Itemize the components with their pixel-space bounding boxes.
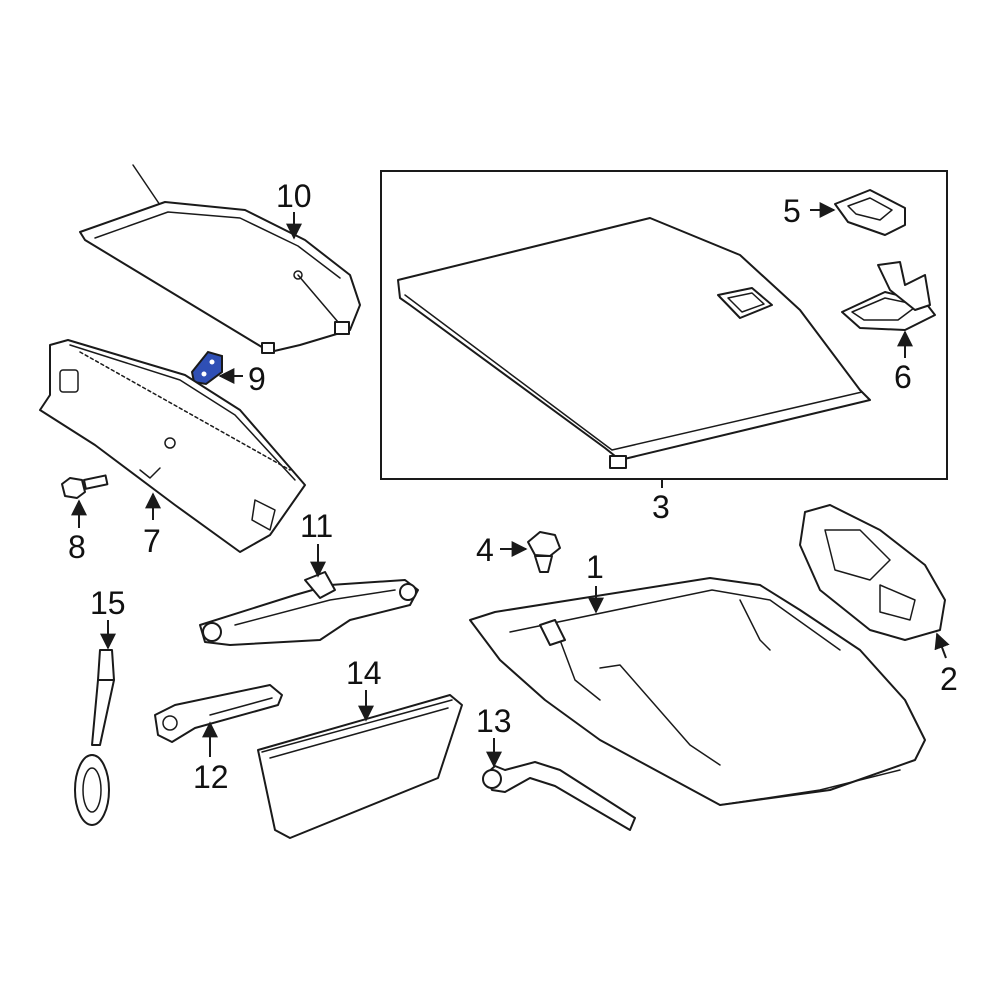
part-13-wheel-wrench[interactable] (482, 761, 636, 831)
part-10-package-tray[interactable] (79, 164, 361, 354)
part-3-floor-board[interactable] (397, 217, 871, 469)
callout-12[interactable]: 12 (193, 759, 229, 795)
part-9-clip[interactable] (190, 350, 223, 386)
callout-2[interactable]: 2 (940, 661, 958, 697)
part-11-jack[interactable] (199, 571, 419, 646)
part-6-holder[interactable] (841, 261, 936, 331)
part-14-tool-bag[interactable] (257, 694, 463, 839)
callout-6[interactable]: 6 (894, 359, 912, 395)
part-15-jack-handle[interactable] (74, 649, 115, 826)
callout-10[interactable]: 10 (276, 178, 312, 214)
callout-3[interactable]: 3 (652, 489, 670, 525)
callout-5[interactable]: 5 (783, 193, 801, 229)
part-8-bolt[interactable] (61, 474, 109, 499)
callout-8[interactable]: 8 (68, 529, 86, 565)
callout-14[interactable]: 14 (346, 655, 382, 691)
callout-15[interactable]: 15 (90, 585, 126, 621)
part-4-push-clip[interactable] (527, 531, 561, 573)
callout-labels: 10 9 7 8 3 5 6 4 1 2 11 12 14 13 15 (68, 178, 958, 795)
callout-4[interactable]: 4 (476, 532, 494, 568)
leader-2 (934, 632, 950, 659)
part-3-group-box (380, 170, 948, 480)
callout-13[interactable]: 13 (476, 703, 512, 739)
part-12-wrench[interactable] (154, 684, 283, 743)
part-7-trim-panel[interactable] (39, 339, 306, 553)
part-5-cap[interactable] (834, 189, 906, 236)
callout-7[interactable]: 7 (143, 523, 161, 559)
callout-9[interactable]: 9 (248, 361, 266, 397)
callout-1[interactable]: 1 (586, 549, 604, 585)
part-2-tool-tray[interactable] (799, 504, 946, 641)
leader-lines (71, 202, 950, 768)
callout-11[interactable]: 11 (300, 508, 333, 544)
part-1-trunk-tub[interactable] (469, 577, 926, 806)
